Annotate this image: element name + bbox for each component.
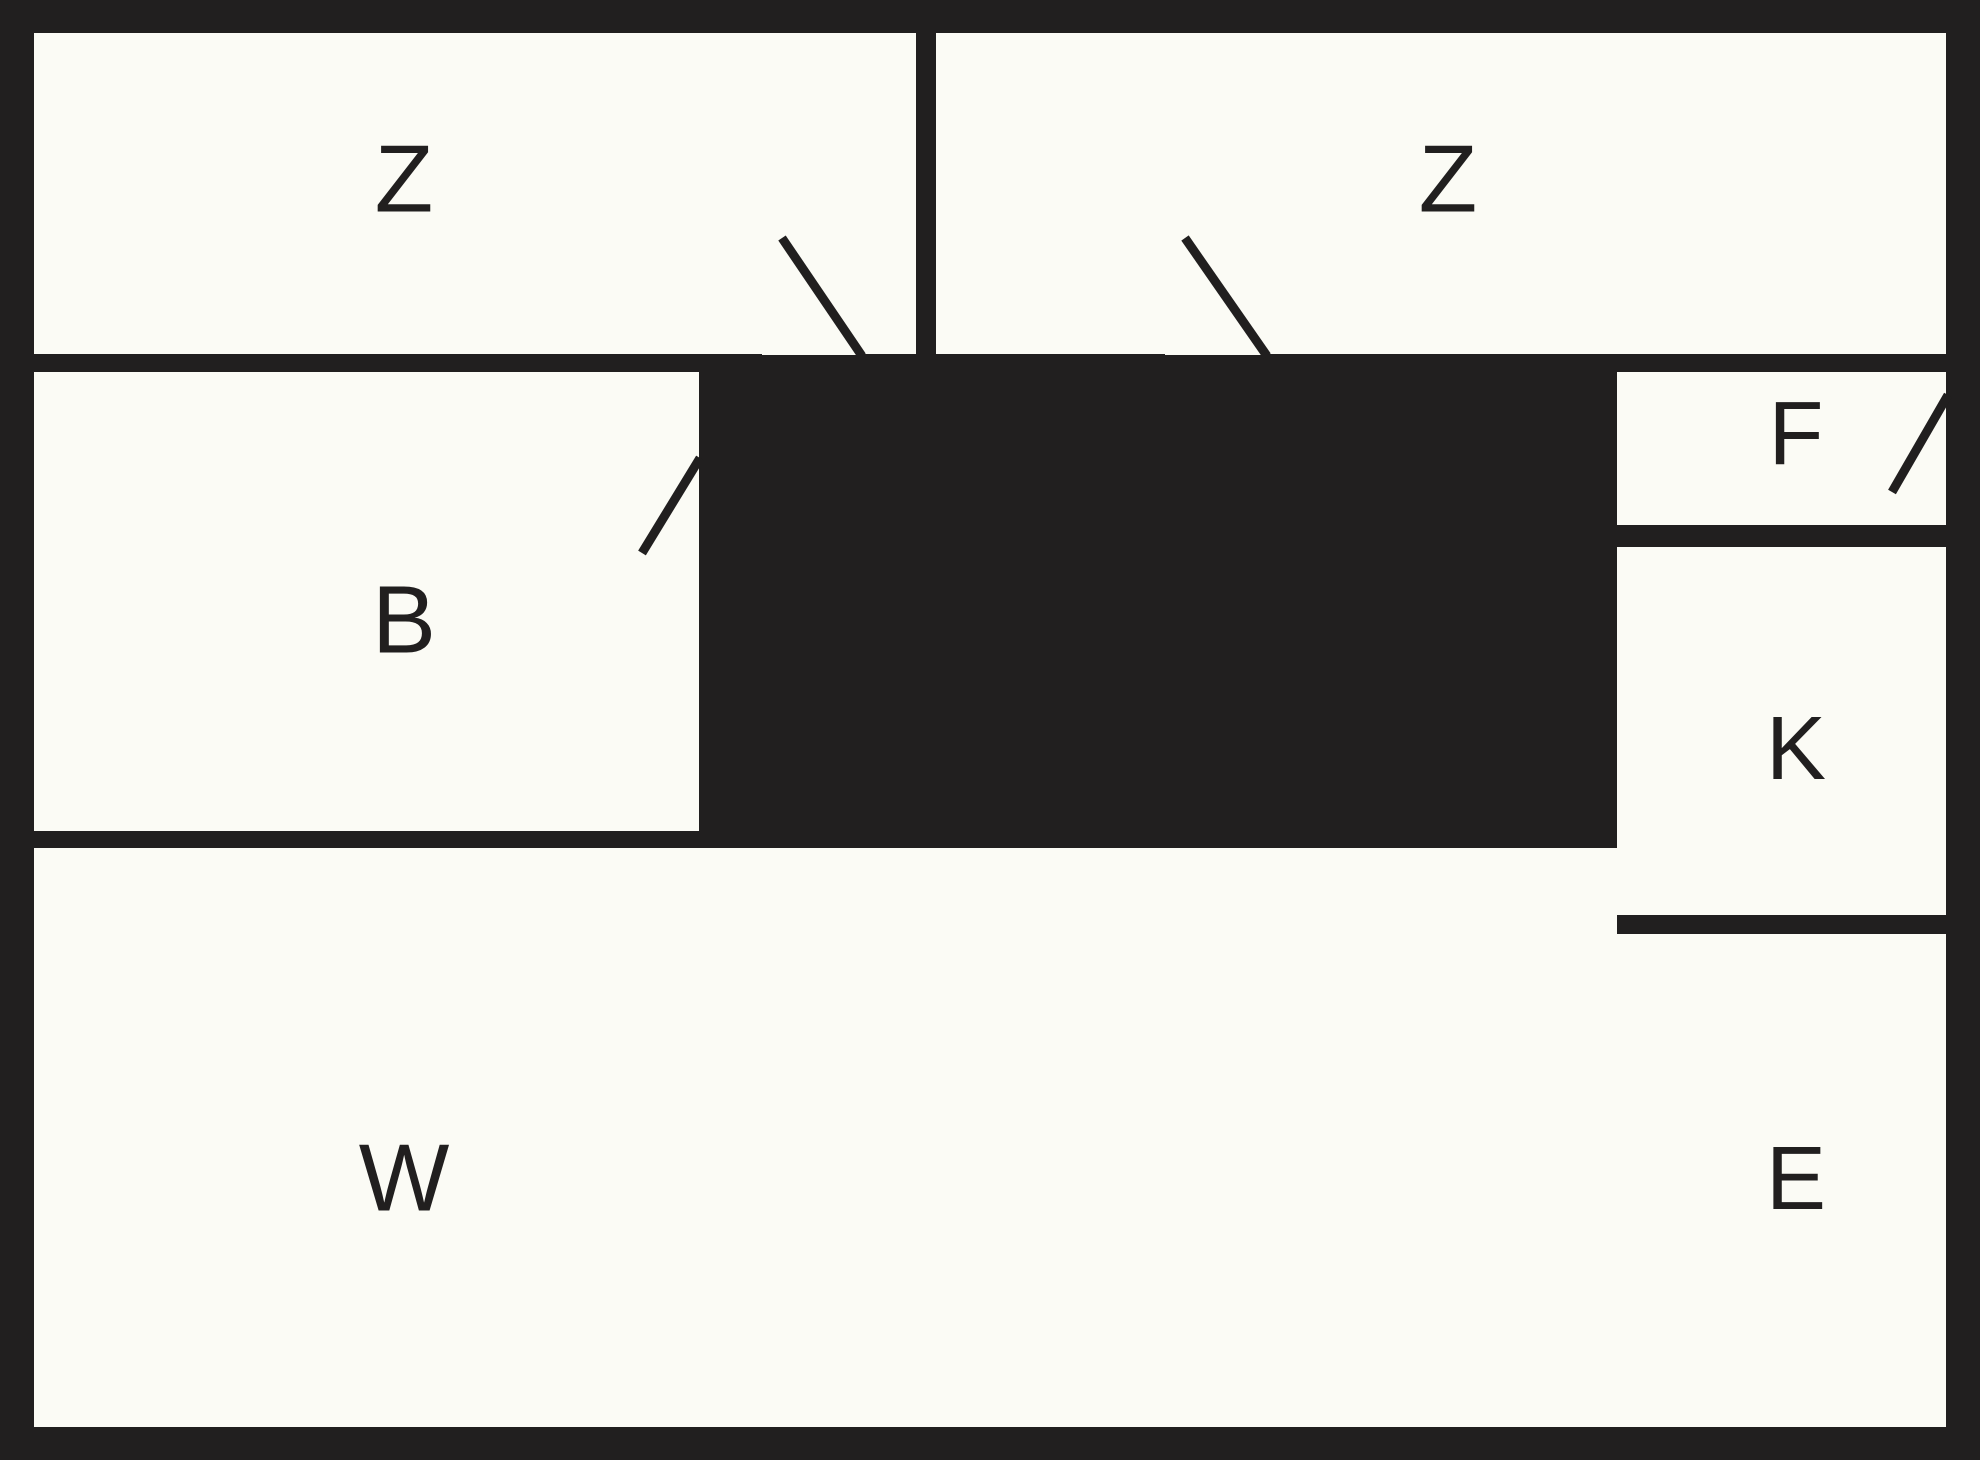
wall-b-right-upper (699, 354, 721, 458)
rooms-layer (34, 33, 1946, 1427)
wall-z-divider (917, 33, 936, 355)
room-z-right-floor (936, 33, 1946, 355)
wall-k-e-divider (1617, 915, 1980, 934)
wall-z-bottom-mid (862, 354, 1165, 372)
wall-exterior-left (0, 0, 34, 1460)
room-labels-layer: Z Z B W F K E (359, 125, 1826, 1231)
wall-b-right-lower (699, 570, 721, 848)
wall-f-k-divider (1617, 525, 1980, 547)
room-z-right-label: Z (1419, 125, 1478, 232)
wall-exterior-bottom (0, 1427, 1980, 1460)
room-b-floor (34, 372, 699, 831)
room-w-label: W (359, 1124, 450, 1231)
room-z-left-floor (34, 33, 916, 355)
wall-exterior-right-upper (1946, 0, 1980, 393)
wall-fke-left-upper (1946, 354, 1980, 394)
room-k-label: K (1766, 699, 1826, 799)
room-f-label: F (1769, 384, 1824, 484)
room-e-floor (1617, 933, 1946, 1427)
door-z-right-leaf-icon (1181, 235, 1271, 359)
wall-exterior-top (0, 0, 1980, 33)
wall-z-bottom-left (0, 354, 762, 372)
door-f-leaf-icon (1888, 392, 1952, 495)
wall-b-bottom (0, 831, 721, 848)
wall-exterior-right-lower (1946, 498, 1980, 1460)
room-f-floor (1617, 372, 1946, 525)
door-z-left-leaf-icon (778, 235, 866, 359)
room-e-label: E (1766, 1129, 1826, 1229)
doors-layer (638, 235, 1952, 556)
door-b-leaf-icon (638, 455, 704, 556)
room-z-left-label: Z (375, 125, 434, 232)
room-b-label: B (372, 566, 436, 673)
wall-z-bottom-right (1267, 354, 1980, 372)
room-k-floor (1617, 547, 1946, 915)
